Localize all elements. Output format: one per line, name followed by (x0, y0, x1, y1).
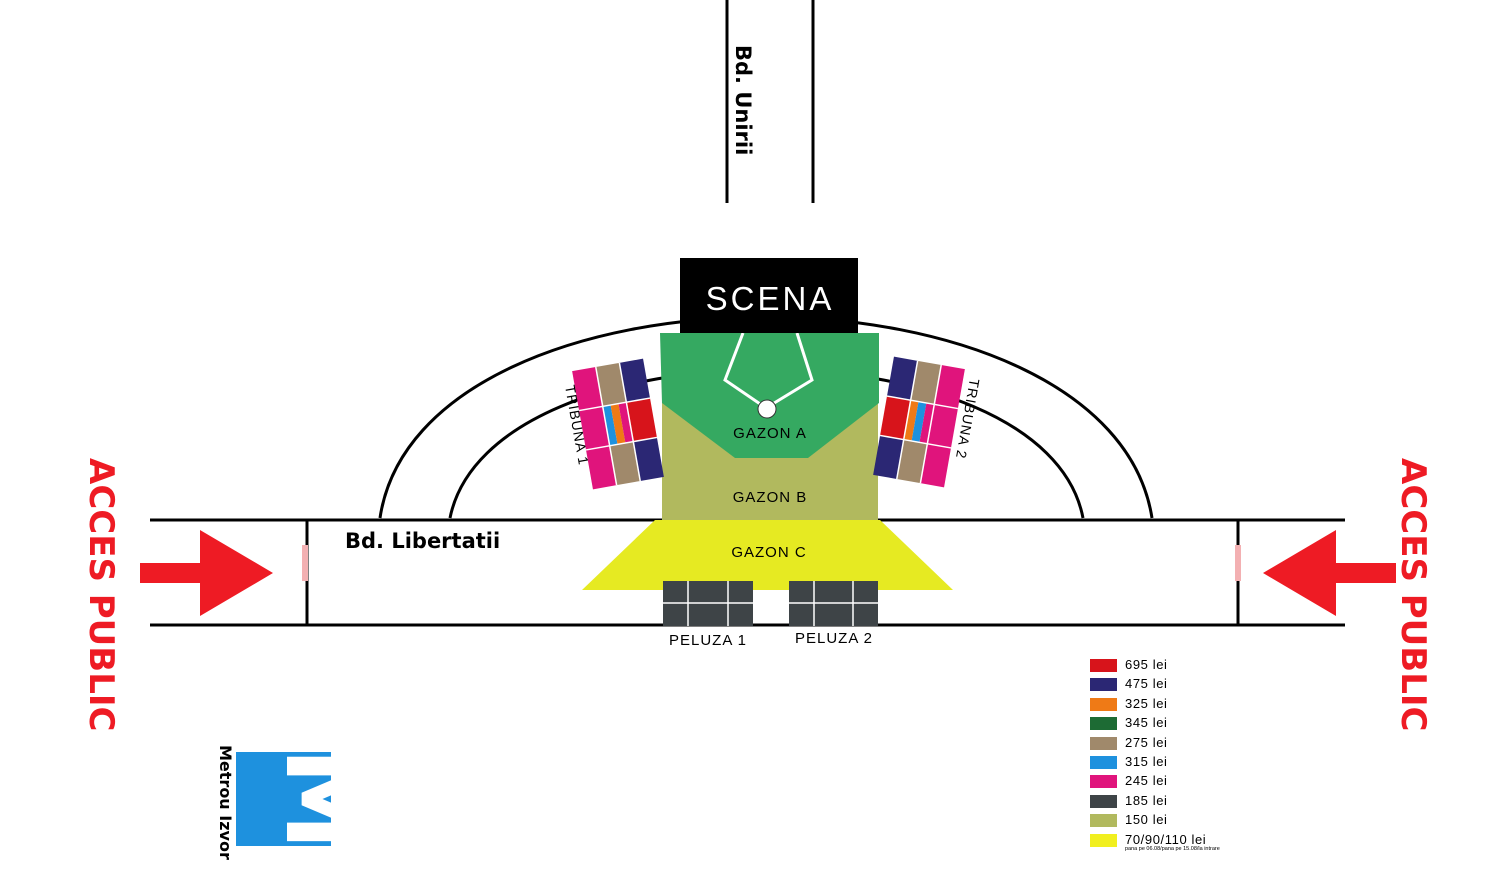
stage-block (680, 258, 858, 333)
metro-letter: M (262, 747, 384, 851)
legend-item: 150 lei (1090, 811, 1290, 830)
access-right-label: ACCES PUBLIC (1393, 458, 1433, 731)
legend-swatch (1090, 659, 1117, 672)
stage-catwalk (723, 332, 814, 419)
peluza-1-block (663, 581, 753, 626)
zone-gazon-c (582, 520, 953, 590)
legend-item: 185 lei (1090, 792, 1290, 811)
street-west-label: Bd. Libertatii (345, 529, 500, 553)
zone-a-label: GAZON A (733, 425, 807, 442)
zone-b-label: GAZON B (733, 489, 808, 506)
legend-swatch (1090, 794, 1117, 808)
gate-right (1235, 545, 1241, 581)
legend-item: 245 lei (1090, 772, 1290, 791)
gate-left (302, 545, 308, 581)
legend-item: 70/90/110 lei (1090, 831, 1290, 850)
legend-label: 150 lei (1125, 812, 1168, 828)
legend-item: 315 lei (1090, 753, 1290, 772)
legend-swatch (1090, 678, 1117, 692)
peluza-2-block (789, 581, 878, 626)
legend-swatch (1090, 775, 1117, 789)
legend-label: 245 lei (1125, 773, 1168, 789)
stage-label: SCENA (706, 280, 835, 317)
peluza-1-label: PELUZA 1 (669, 632, 747, 649)
legend-label: 345 lei (1125, 715, 1168, 731)
price-legend: 695 lei 475 lei 325 lei 345 lei 275 lei 315 l… (1090, 656, 1290, 852)
access-left-label: ACCES PUBLIC (81, 458, 121, 731)
metro-label: Metrou Izvor (216, 745, 235, 860)
legend-swatch (1090, 755, 1117, 769)
legend-label: 70/90/110 lei (1125, 831, 1207, 847)
zone-gazon-a (660, 333, 879, 458)
legend-item: 475 lei (1090, 675, 1290, 694)
legend-swatch (1090, 697, 1117, 711)
legend-label: 185 lei (1125, 792, 1168, 808)
legend-item: 345 lei (1090, 714, 1290, 733)
legend-swatch (1090, 814, 1117, 828)
legend-swatch (1090, 736, 1117, 750)
legend-label: 695 lei (1125, 657, 1168, 672)
legend-label: 475 lei (1125, 676, 1168, 692)
legend-label: 275 lei (1125, 734, 1168, 750)
legend-swatch (1090, 717, 1117, 731)
legend-label: 315 lei (1125, 753, 1168, 769)
legend-item: 695 lei (1090, 656, 1290, 675)
legend-item: 325 lei (1090, 695, 1290, 714)
peluza-2-label: PELUZA 2 (795, 630, 873, 647)
street-north-label: Bd. Unirii (731, 45, 755, 155)
legend-item: 275 lei (1090, 734, 1290, 753)
tribuna-2-seating (873, 356, 965, 488)
legend-note: pana pe 06.08/pana pe 15.08/la intrare (1125, 846, 1220, 852)
legend-swatch (1090, 833, 1117, 847)
legend-label: 325 lei (1125, 695, 1168, 711)
access-arrow-left (140, 530, 273, 616)
access-arrow-right (1263, 530, 1396, 616)
street-bd-unirii (725, 0, 815, 203)
zone-c-label: GAZON C (731, 544, 806, 561)
metro-icon: M (236, 747, 384, 851)
tribuna-1-seating (572, 358, 664, 490)
